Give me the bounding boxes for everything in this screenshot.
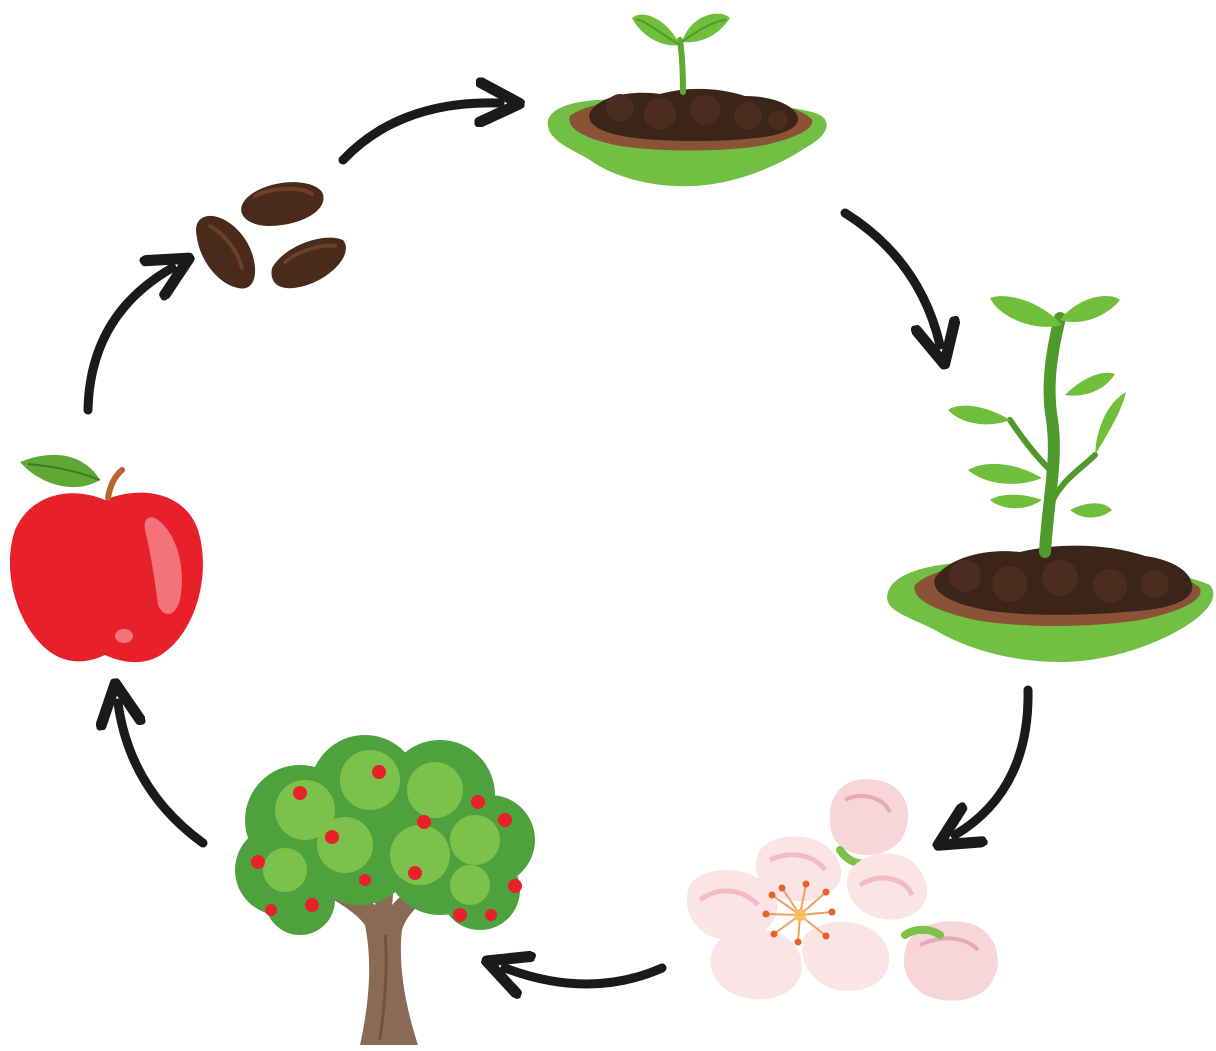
apple-tree-icon [235,735,535,1045]
arrow-sprout-to-seedling [840,208,940,345]
arrow-tree-to-fruit [118,703,208,848]
young-plant-in-soil-icon [887,296,1214,662]
apple-blossom-icon [686,779,998,1001]
arrow-blossom-to-tree [505,968,667,984]
sprout-in-soil-icon [547,13,827,187]
red-apple-icon [9,454,203,663]
arrow-fruit-to-seeds [83,268,172,415]
apple-seeds-icon [196,182,346,289]
cycle-arrows [83,103,1033,984]
arrow-seeds-to-sprout [338,103,500,165]
arrow-seedling-to-blossom [955,685,1033,835]
